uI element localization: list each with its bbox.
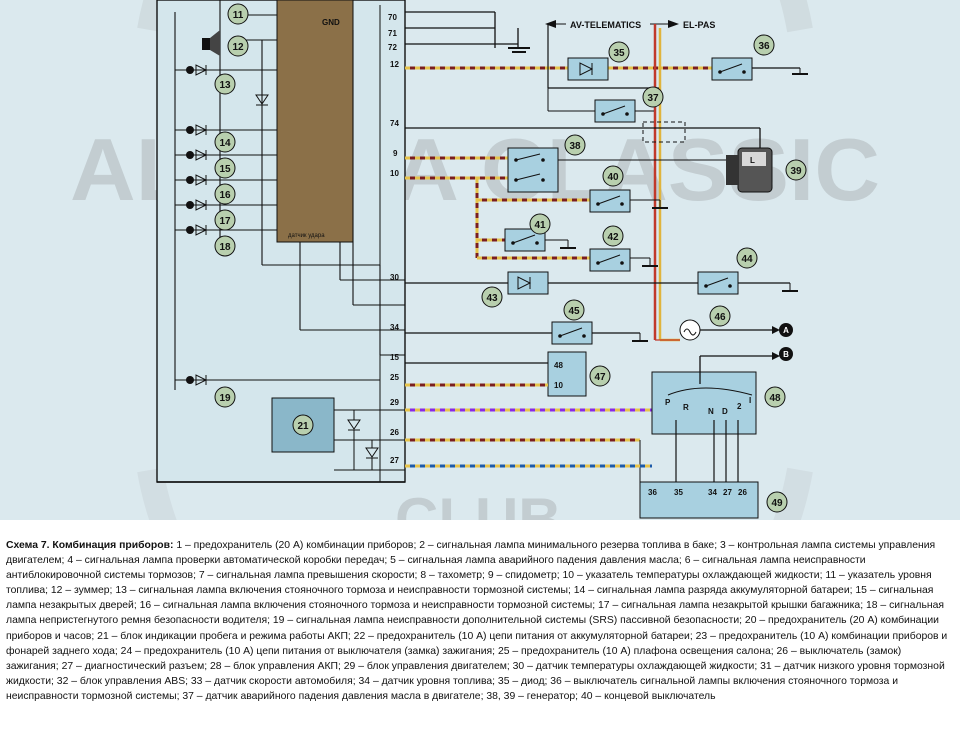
caption-title: Схема 7. Комбинация приборов: <box>6 540 174 551</box>
component-42-label: 42 <box>607 232 619 243</box>
gauge-unit-block <box>276 0 354 243</box>
component-47-label: 47 <box>594 372 606 383</box>
pin-72: 72 <box>388 43 397 52</box>
generator-relay <box>507 147 559 193</box>
component-39-label: 39 <box>790 166 802 177</box>
output-a-label: A <box>783 326 789 335</box>
diagram-caption: Схема 7. Комбинация приборов: 1 – предох… <box>6 538 950 704</box>
pin-70: 70 <box>388 13 397 22</box>
pin-30: 30 <box>390 273 399 282</box>
component-11-label: 11 <box>233 10 244 21</box>
b48-r: R <box>683 403 689 412</box>
component-12-label: 12 <box>232 42 244 53</box>
lamp-diodes <box>186 64 208 386</box>
pin-26: 26 <box>390 428 399 437</box>
pin-9: 9 <box>393 149 398 158</box>
gen-l-label: L <box>750 156 755 165</box>
component-40-label: 40 <box>607 172 619 183</box>
block-49 <box>639 481 759 519</box>
block-47 <box>547 351 587 397</box>
pin-12: 12 <box>390 60 399 69</box>
b48-2: 2 <box>737 402 742 411</box>
component-14-label: 14 <box>219 138 231 149</box>
component-44-label: 44 <box>741 254 753 265</box>
component-46-label: 46 <box>714 312 726 323</box>
component-18-label: 18 <box>219 242 231 253</box>
component-19-label: 19 <box>219 393 231 404</box>
component-37-label: 37 <box>647 93 659 104</box>
pin-10: 10 <box>390 169 399 178</box>
b49-26: 26 <box>738 488 747 497</box>
pin-29: 29 <box>390 398 399 407</box>
output-b-label: B <box>783 350 789 359</box>
b48-1: I <box>749 396 751 405</box>
pin-25: 25 <box>390 373 399 382</box>
component-15-label: 15 <box>219 164 231 175</box>
block-48 <box>651 371 757 435</box>
pin-34: 34 <box>390 323 399 332</box>
pin-74: 74 <box>390 119 399 128</box>
component-21-label: 21 <box>297 421 309 432</box>
wiring-schematic: ALMERA CLASSIC CLUB GND датчик удара <box>70 0 880 739</box>
b49-35: 35 <box>674 488 683 497</box>
b48-n: N <box>708 407 714 416</box>
component-43-label: 43 <box>486 293 498 304</box>
av-telematics-label: AV-TELEMATICS <box>570 20 641 30</box>
b48-p: P <box>665 398 671 407</box>
block47-48: 48 <box>554 361 563 370</box>
b48-d: D <box>722 407 728 416</box>
watermark-bottom: CLUB <box>395 486 562 520</box>
sensor-label: датчик удара <box>288 233 325 239</box>
b49-27: 27 <box>723 488 732 497</box>
pin-15: 15 <box>390 353 399 362</box>
el-pas-label: EL-PAS <box>683 20 715 30</box>
caption-text: 1 – предохранитель (20 А) комбинации при… <box>6 540 948 702</box>
b49-34: 34 <box>708 488 717 497</box>
component-17-label: 17 <box>219 216 231 227</box>
component-35-label: 35 <box>613 48 625 59</box>
generator-icon: L <box>726 147 773 193</box>
gnd-label: GND <box>322 18 340 27</box>
component-13-label: 13 <box>219 80 231 91</box>
component-49-label: 49 <box>771 498 783 509</box>
component-16-label: 16 <box>219 190 231 201</box>
cluster-pins: 70 71 72 12 74 9 10 30 34 15 25 29 26 27 <box>388 13 399 465</box>
pin-71: 71 <box>388 29 397 38</box>
component-48-label: 48 <box>769 393 781 404</box>
component-41-label: 41 <box>534 220 546 231</box>
block47-10: 10 <box>554 381 563 390</box>
buzzer-icon <box>202 30 220 56</box>
pin-27: 27 <box>390 456 399 465</box>
component-45-label: 45 <box>568 306 580 317</box>
component-38-label: 38 <box>569 141 581 152</box>
component-36-label: 36 <box>758 41 770 52</box>
b49-36: 36 <box>648 488 657 497</box>
